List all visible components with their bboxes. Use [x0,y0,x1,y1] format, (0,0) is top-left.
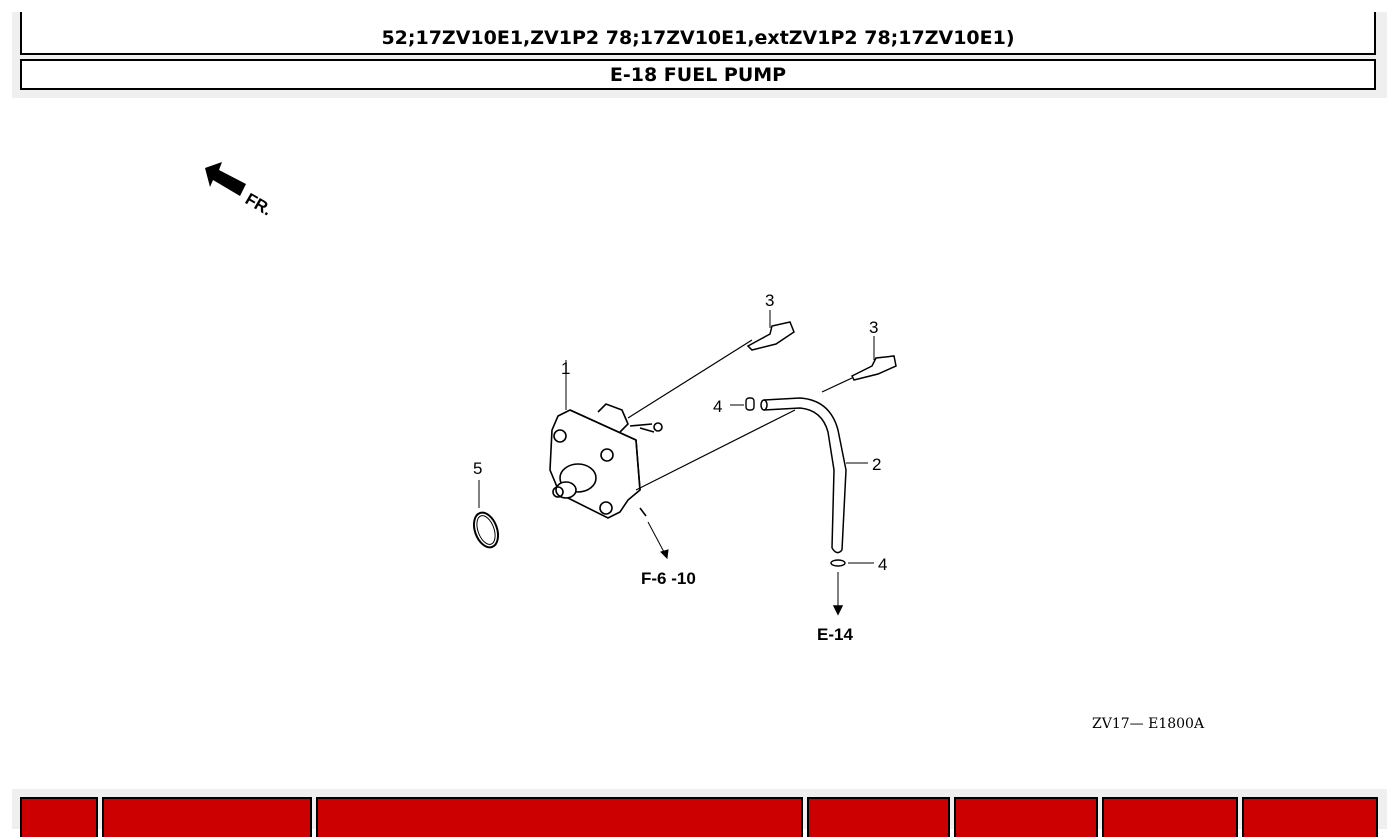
bolt-3a [746,310,795,351]
fuel-pump [549,339,796,519]
callout-4b: 4 [878,555,887,574]
ref-f-6-10[interactable]: F-6 -10 [641,569,696,588]
o-ring-5 [472,480,500,549]
callout-3a: 3 [765,291,774,310]
header: 52;17ZV10E1,ZV1P2 78;17ZV10E1,extZV1P2 7… [12,12,1387,98]
front-label: FR. [242,189,275,219]
callout-3b: 3 [869,318,878,337]
section-title: E-18 FUEL PUMP [20,59,1376,90]
callout-2: 2 [872,455,881,474]
callout-5: 5 [473,459,482,478]
table-header-cell [1102,797,1238,837]
callout-1: 1 [561,359,570,378]
fuel-tube [760,397,868,554]
table-header-cell [102,797,312,837]
table-header-cell [316,797,803,837]
ref-arrow-f [647,521,669,560]
table-header-cell [954,797,1098,837]
table-header-cell [20,797,98,837]
model-line: 52;17ZV10E1,ZV1P2 78;17ZV10E1,extZV1P2 7… [20,12,1376,55]
clip-4b [830,559,874,616]
clip-4a [730,397,755,411]
parts-table-header [12,789,1387,837]
ref-e-14[interactable]: E-14 [817,625,853,644]
bolt-3b [821,336,897,393]
drawing-code: ZV17— E1800A [1092,716,1205,732]
callout-4a: 4 [713,397,722,416]
front-arrow-icon: FR. [205,162,275,219]
table-header-cell [1242,797,1378,837]
parts-diagram: FR. [205,162,1205,732]
table-header-cell [807,797,950,837]
